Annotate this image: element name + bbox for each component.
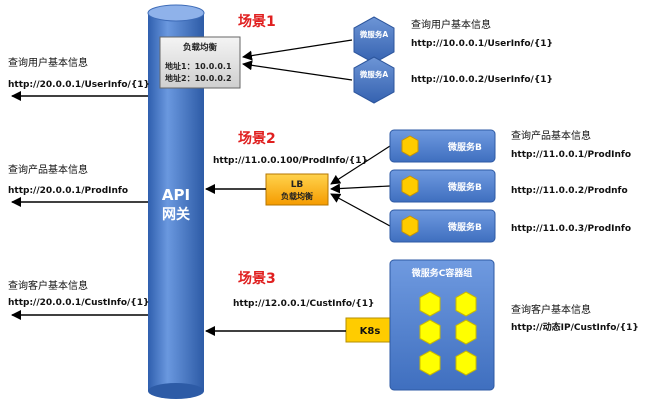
service-b-box-1: 微服务B	[389, 129, 496, 163]
service-b-box-2: 微服务B	[389, 169, 496, 203]
hex-yellow-icon	[401, 175, 419, 197]
service-a-label-1: 微服务A	[359, 30, 389, 39]
container-icon	[419, 350, 441, 376]
container-icon	[455, 319, 477, 345]
container-icon	[419, 291, 441, 317]
scene3-k8s: K8s	[345, 317, 395, 343]
scene2-lb-line1: LB	[291, 180, 304, 190]
scene1-title: 场景1	[238, 14, 276, 30]
scene1-right-url2: http://10.0.0.2/UserInfo/{1}	[411, 75, 553, 85]
scene1-lb-addr1: 地址1：10.0.0.1	[165, 61, 232, 71]
service-b-label-3: 微服务B	[447, 221, 482, 233]
scene1-lb-addr2: 地址2：10.0.0.2	[165, 73, 232, 83]
scene1-lb-box: 负载均衡 地址1：10.0.0.1 地址2：10.0.0.2	[159, 36, 241, 89]
scene3-right-url: http://动态IP/CustInfo/{1}	[511, 321, 639, 333]
scene2-right-url1: http://11.0.0.1/ProdInfo	[511, 150, 631, 160]
scene3-url: http://12.0.0.1/CustInfo/{1}	[233, 299, 374, 309]
container-icon	[419, 319, 441, 345]
gateway-label-1: API	[162, 186, 190, 204]
scene1-lb-title: 负载均衡	[183, 42, 218, 53]
service-a-node-1: 微服务A	[353, 16, 395, 64]
scene3-k8s-label: K8s	[360, 326, 381, 337]
scene2-right-url2: http://11.0.0.2/Prodnfo	[511, 186, 628, 196]
scene1-left-url: http://20.0.0.1/UserInfo/{1}	[8, 80, 150, 90]
container-icon	[455, 350, 477, 376]
scene3-right-desc: 查询客户基本信息	[511, 303, 591, 316]
scene1-left-desc: 查询用户基本信息	[8, 56, 88, 69]
gateway-label-2: 网关	[162, 206, 190, 223]
scene2-right-url3: http://11.0.0.3/ProdInfo	[511, 224, 631, 234]
hex-yellow-icon	[401, 135, 419, 157]
scene2-left-desc: 查询产品基本信息	[8, 163, 88, 176]
scene2-right-desc: 查询产品基本信息	[511, 129, 591, 142]
scene2-lb-line2: 负载均衡	[281, 191, 313, 201]
scene3-title: 场景3	[238, 271, 276, 287]
scene2-lb: LB 负载均衡	[265, 173, 329, 206]
service-b-box-3: 微服务B	[389, 209, 496, 243]
service-a-node-2: 微服务A	[353, 56, 395, 104]
scene2-title: 场景2	[238, 131, 276, 147]
scene2-url: http://11.0.0.100/ProdInfo/{1}	[213, 156, 368, 166]
service-c-group-label: 微服务C容器组	[411, 267, 473, 279]
scene2-left-url: http://20.0.0.1/ProdInfo	[8, 186, 128, 196]
scene1-right-url1: http://10.0.0.1/UserInfo/{1}	[411, 39, 553, 49]
service-b-label-1: 微服务B	[447, 141, 482, 153]
scene3-left-desc: 查询客户基本信息	[8, 279, 88, 292]
service-b-label-2: 微服务B	[447, 181, 482, 193]
hex-yellow-icon	[401, 215, 419, 237]
scene3-left-url: http://20.0.0.1/CustInfo/{1}	[8, 298, 149, 308]
container-icon	[455, 291, 477, 317]
service-c-container-group: 微服务C容器组	[389, 259, 495, 391]
scene1-right-desc: 查询用户基本信息	[411, 18, 491, 31]
service-a-label-2: 微服务A	[359, 70, 389, 79]
